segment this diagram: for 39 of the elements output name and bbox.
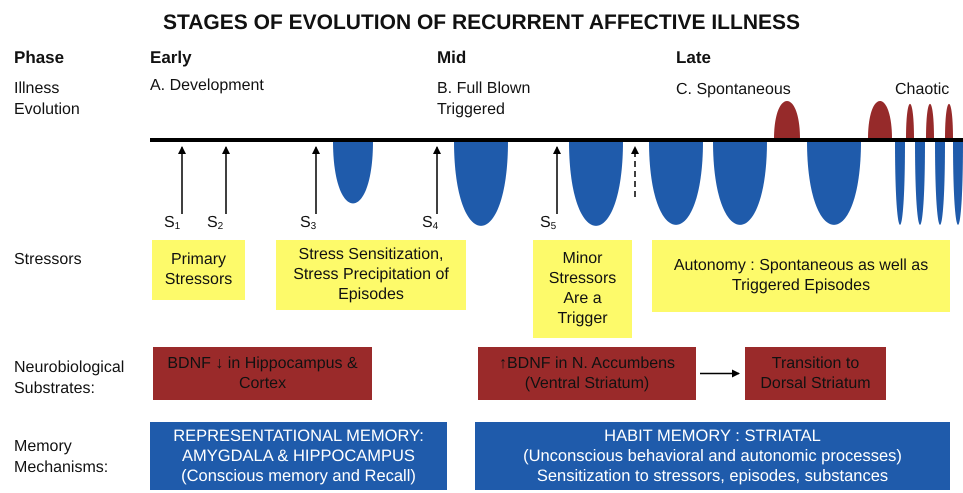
stressor-label: S$_{4}$ (422, 214, 444, 236)
stage-label: C. Spontaneous (676, 80, 791, 100)
arrow (553, 146, 561, 214)
row-heading: Phase (14, 47, 64, 68)
stage-label: B. Full Blown Triggered (437, 79, 532, 120)
substrate-box: Transition to Dorsal Striatum (745, 347, 886, 400)
box-text: (Unconscious behavioral and autonomic processes) Sensitization to stressors, episodes, substances (522, 446, 903, 486)
stressor-box: Minor Stressors Are a Trigger (533, 240, 632, 338)
stressor-label: S$_{2}$ (207, 214, 229, 236)
row-heading: Illness Evolution (14, 79, 81, 120)
arrow (222, 146, 230, 214)
substrate-box: ↑BDNF in N. Accumbens (Ventral Striatum) (478, 347, 696, 400)
arrow (700, 370, 740, 378)
timeline-baseline (150, 138, 963, 142)
memory-box (150, 422, 447, 490)
phase-heading: Early (150, 47, 192, 68)
memory-box (475, 422, 950, 490)
stage-label: A. Development (150, 76, 264, 96)
stressor-label: S$_{5}$ (540, 214, 562, 236)
box-heading: HABIT MEMORY : STRIATAL (604, 426, 821, 446)
row-heading: Memory Mechanisms: (14, 437, 110, 478)
phase-heading: Mid (437, 47, 466, 68)
diagram-title: STAGES OF EVOLUTION OF RECURRENT AFFECTIVE ILLNESS (162, 10, 802, 36)
arrow (312, 146, 320, 214)
stressor-label: S$_{3}$ (300, 214, 322, 236)
arrow (178, 146, 186, 214)
row-heading: Stressors (14, 250, 82, 270)
stressor-label: S$_{1}$ (164, 214, 186, 236)
substrate-box: BDNF ↓ in Hippocampus & Cortex (153, 347, 372, 400)
arrow (631, 146, 639, 197)
stage-label: Chaotic (895, 80, 950, 100)
row-heading: Neurobiological Substrates: (14, 358, 126, 399)
box-heading: REPRESENTATIONAL MEMORY: AMYGDALA & HIPPOCAMPUS (172, 426, 425, 466)
box-text: (Conscious memory and Recall) (181, 466, 416, 486)
stressor-box: Primary Stressors (152, 240, 245, 300)
stressor-box: Stress Sensitization, Stress Precipitation of Episodes (276, 240, 466, 310)
arrow (433, 146, 441, 214)
phase-heading: Late (676, 47, 711, 68)
stressor-box: Autonomy : Spontaneous as well as Triggered Episodes (652, 240, 950, 312)
